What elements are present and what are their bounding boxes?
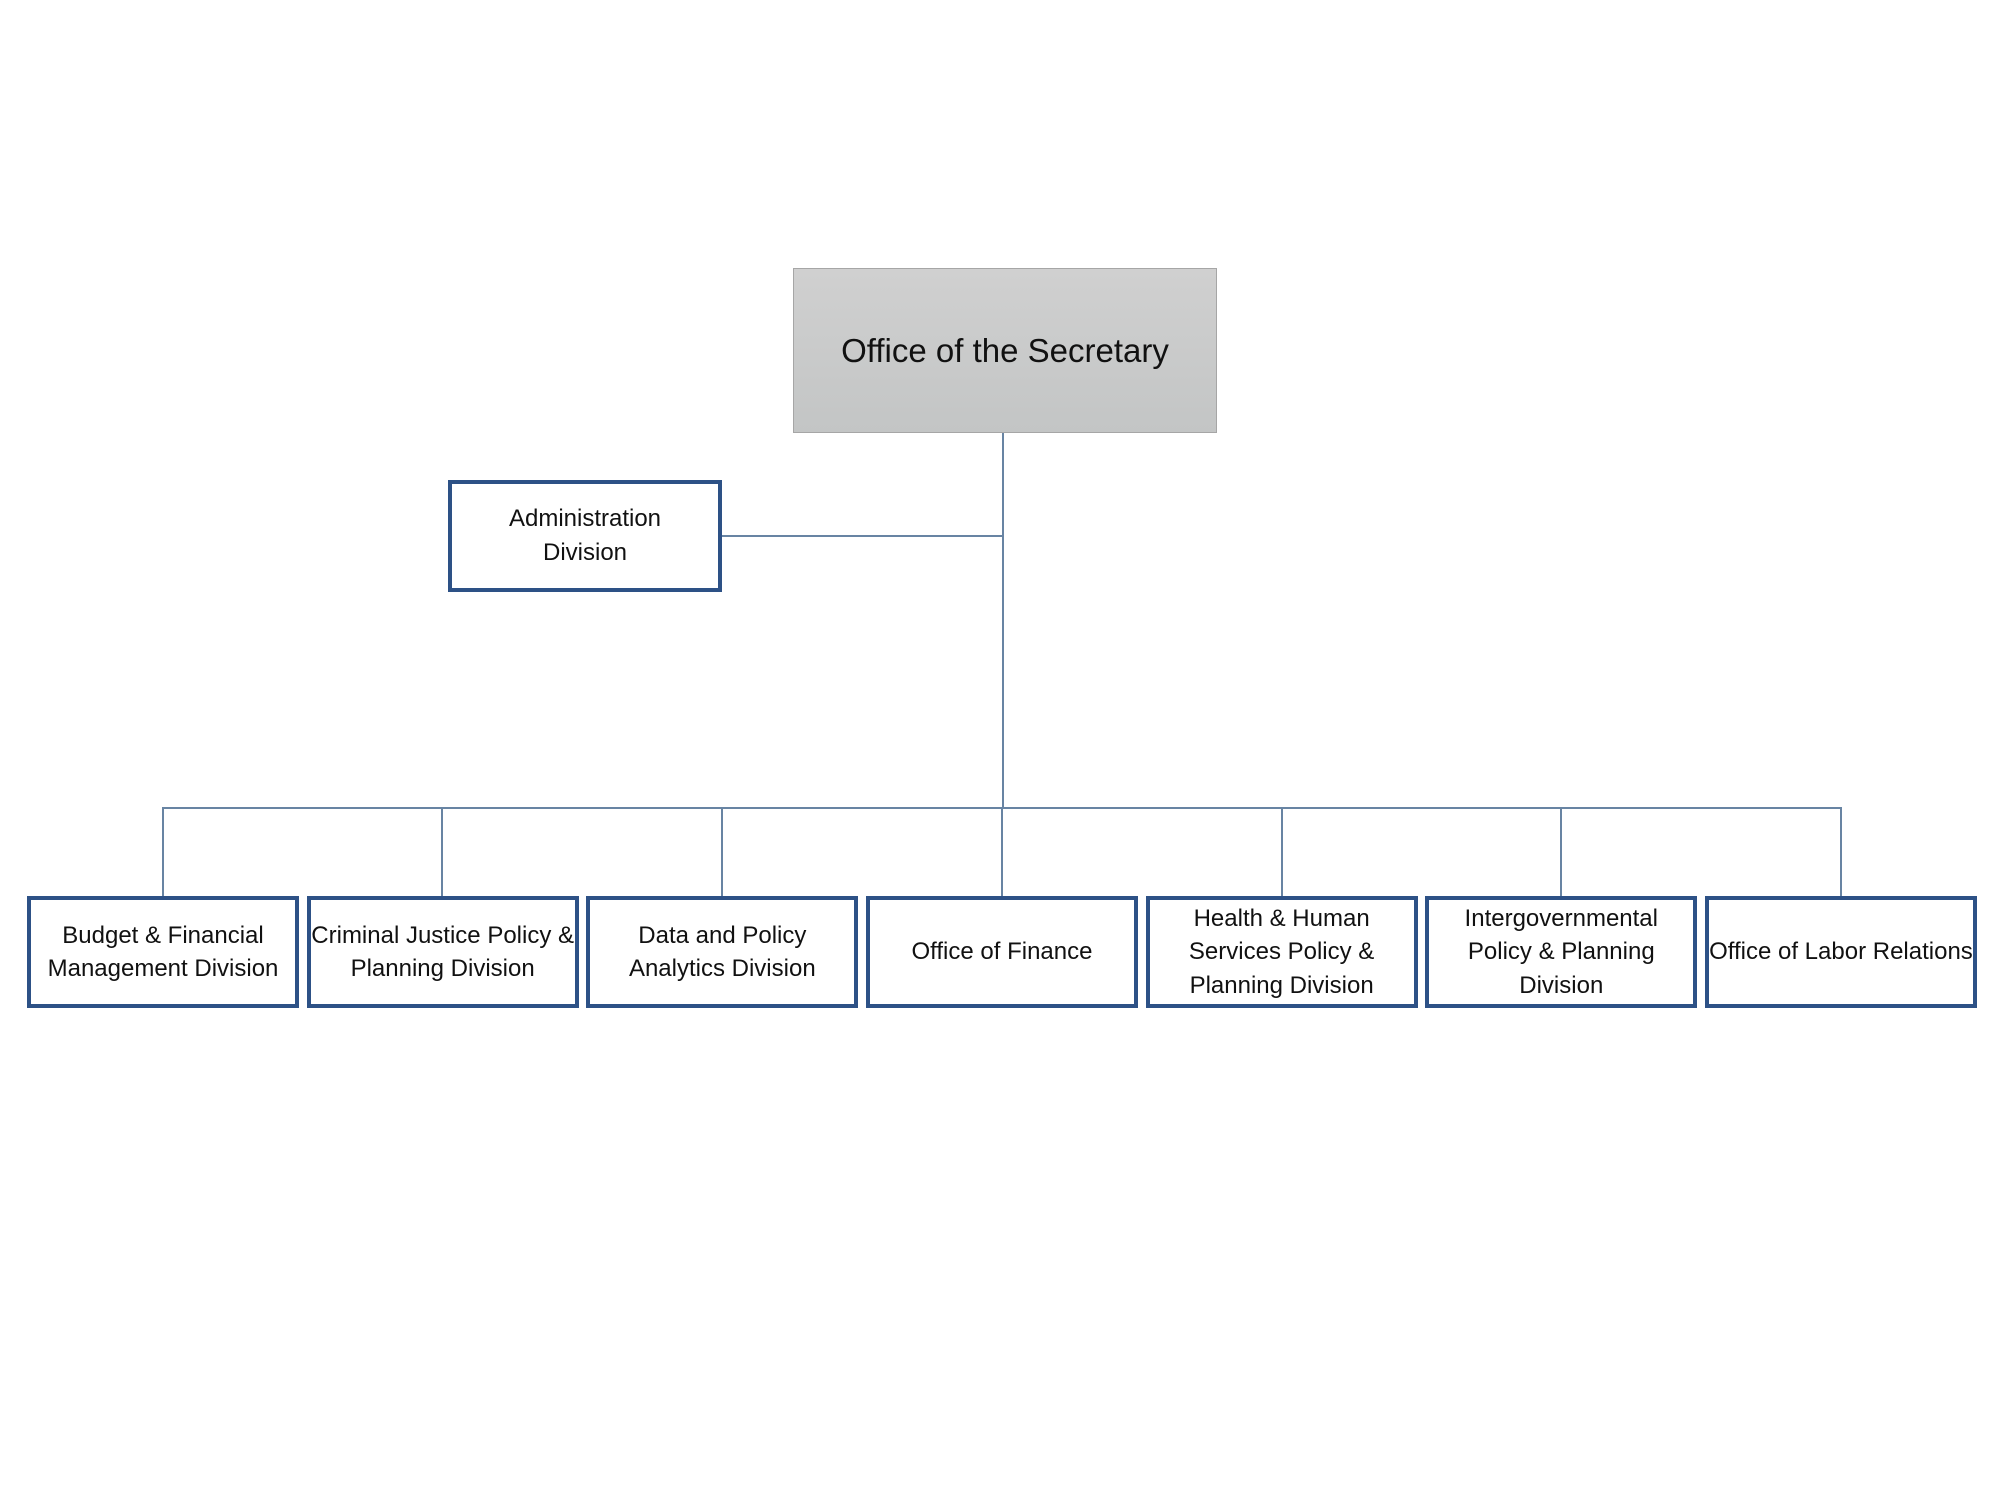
org-node-label: Administration Division bbox=[508, 504, 662, 566]
org-node-administration-division: Administration Division bbox=[448, 480, 722, 592]
org-node-label: Data and Policy Analytics Division bbox=[628, 921, 816, 982]
org-node-label: Criminal Justice Policy & Planning Divis… bbox=[311, 921, 575, 982]
connector-drop-intergovernmental bbox=[1560, 808, 1562, 897]
org-node-label: Office of Labor Relations bbox=[1709, 938, 1973, 966]
org-node-office-of-labor-relations: Office of Labor Relations bbox=[1704, 896, 1977, 1008]
connector-root-vertical bbox=[1002, 433, 1004, 808]
org-node-label: Office of the Secretary bbox=[841, 331, 1169, 369]
org-node-label: Intergovernmental Policy & Planning Divi… bbox=[1464, 905, 1658, 999]
connector-staff-horizontal bbox=[722, 535, 1003, 537]
org-node-label: Budget & Financial Management Division bbox=[47, 921, 279, 982]
connector-drop-criminal-justice bbox=[441, 808, 443, 897]
connector-drop-health-human bbox=[1281, 808, 1283, 897]
connector-drop-data-policy bbox=[721, 808, 723, 897]
connector-drop-office-finance bbox=[1001, 808, 1003, 897]
org-node-office-of-the-secretary: Office of the Secretary bbox=[793, 268, 1217, 433]
org-node-health-human-services-policy-planning-division: Health & Human Services Policy & Plannin… bbox=[1145, 896, 1418, 1008]
org-node-intergovernmental-policy-planning-division: Intergovernmental Policy & Planning Divi… bbox=[1425, 896, 1698, 1008]
org-node-data-and-policy-analytics-division: Data and Policy Analytics Division bbox=[586, 896, 859, 1008]
org-node-budget-financial-management-division: Budget & Financial Management Division bbox=[27, 896, 299, 1008]
org-node-criminal-justice-policy-planning-division: Criminal Justice Policy & Planning Divis… bbox=[306, 896, 579, 1008]
org-chart-children-row: Budget & Financial Management Division C… bbox=[27, 896, 1977, 1008]
org-node-label: Health & Human Services Policy & Plannin… bbox=[1188, 905, 1375, 999]
org-node-label: Office of Finance bbox=[911, 938, 1093, 966]
connector-drop-budget bbox=[162, 808, 164, 897]
org-node-office-of-finance: Office of Finance bbox=[865, 896, 1138, 1008]
connector-drop-labor-relations bbox=[1840, 808, 1842, 897]
